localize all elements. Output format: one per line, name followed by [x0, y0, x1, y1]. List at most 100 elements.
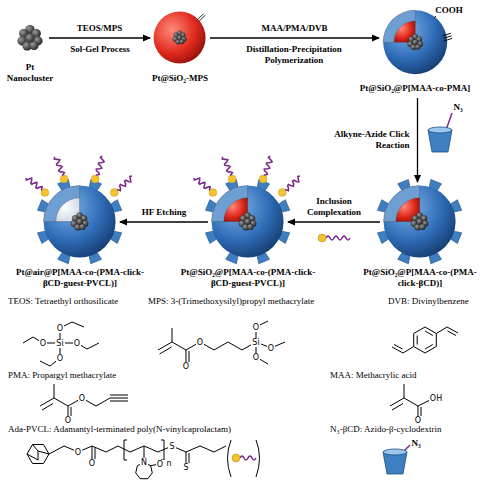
- cutaway-face: [224, 198, 248, 222]
- reagent-name: TEOS: Tetraethyl orthosilicate: [8, 296, 126, 307]
- atom-symbol: N: [140, 458, 148, 467]
- polymer-shell: [383, 10, 447, 74]
- atom-symbol: O: [196, 338, 204, 347]
- reaction-condition: MAA/PMA/DVB: [250, 23, 340, 34]
- cutaway-face: [394, 21, 415, 42]
- maa-structure: [390, 384, 434, 420]
- cutaway-face: [384, 186, 420, 222]
- adamantyl-guest: [260, 175, 268, 183]
- particle-node: Pt Nanocluster: [15, 23, 45, 53]
- cutaway-face: [383, 10, 415, 42]
- pvcl-chain: [55, 158, 65, 175]
- particle-drawing: [362, 164, 477, 279]
- pt-atom: [25, 33, 34, 42]
- cutaway-face: [56, 198, 80, 222]
- particle-label: Pt@SiO₂-MPS: [135, 73, 225, 84]
- atom-symbol: S: [168, 442, 175, 451]
- reaction-condition: TEOS/MPS: [60, 23, 140, 34]
- reaction-arrow: [288, 221, 380, 222]
- atom-symbol: O: [39, 339, 47, 348]
- adamantyl-guest: [61, 175, 69, 183]
- particle-label: Pt@SiO₂@P[MAA-co-(PMA-click-βCD-guest-PV…: [181, 267, 316, 289]
- particle-node: Pt@air@P[MAA-co-(PMA-click-βCD-guest-PVC…: [44, 186, 116, 258]
- dvb-structure: [392, 327, 458, 353]
- particle-label: Pt@SiO₂@P[MAA-co-PMA]: [350, 83, 480, 94]
- atom-symbol: O: [64, 416, 72, 425]
- atom-symbol: n: [165, 459, 172, 468]
- atom-symbol: O: [267, 344, 275, 353]
- polymer-shell: [212, 186, 284, 258]
- adamantyl-guest-icon: [318, 234, 326, 242]
- adamantyl-guest-icon: [232, 454, 240, 462]
- particle-node: Pt@SiO₂@P[MAA-co-PMA]: [383, 10, 447, 74]
- reaction-condition: HF Etching: [129, 207, 199, 218]
- particle-drawing: [138, 0, 221, 80]
- reaction-arrow: [210, 37, 379, 38]
- atom-symbol: O: [182, 362, 190, 371]
- particle-drawing: [22, 164, 137, 279]
- pvcl-chain-icon: [240, 456, 256, 460]
- reagent-name: Ada-PVCL: Adamantyl-terminated poly(N-vi…: [8, 424, 231, 435]
- reagent-name: PMA: Propargyl methacrylate: [8, 370, 116, 381]
- particle-drawing: [6, 14, 54, 62]
- atom-symbol: S: [182, 463, 189, 472]
- reaction-arrow: [120, 221, 208, 222]
- pvcl-chain-icon: [326, 236, 350, 240]
- atom-symbol: O: [252, 353, 260, 362]
- pt-atom: [77, 219, 83, 225]
- alkyne-group: [443, 33, 453, 41]
- particle-label: Pt@air@P[MAA-co-(PMA-click-βCD-guest-PVC…: [10, 267, 150, 289]
- process-note: Distillation-Precipitation Polymerizatio…: [224, 44, 364, 66]
- particle-node: Pt@SiO₂@P[MAA-co-(PMA-click-βCD)]: [384, 186, 456, 258]
- ada-pvcl-structure: [49, 440, 260, 479]
- reaction-arrow: [417, 98, 418, 182]
- reaction-arrow: [49, 37, 150, 38]
- functional-group: N₃: [453, 102, 462, 113]
- cutaway-face: [396, 198, 420, 222]
- functional-group: COOH: [435, 5, 463, 16]
- particle-label: Pt@SiO₂@P[MAA-co-(PMA-click-βCD)]: [355, 267, 485, 289]
- particle-node: Pt@SiO₂@P[MAA-co-(PMA-click-βCD-guest-PV…: [212, 186, 284, 258]
- polymer-shell: [384, 186, 456, 258]
- particle-drawing: [190, 164, 305, 279]
- atom-symbol: O: [73, 339, 81, 348]
- atom-symbol: Si: [251, 338, 260, 347]
- teos-structure: [23, 322, 99, 366]
- reagent-name: MAA: Methacrylic acid: [330, 370, 416, 381]
- mps-structure: [158, 321, 285, 366]
- atom-symbol: O: [156, 460, 164, 469]
- atom-symbol: O: [74, 448, 82, 457]
- reagent-name: MPS: 3-(Trimethoxysilyl)propyl methacryl…: [148, 296, 314, 307]
- atom-symbol: O: [252, 323, 260, 332]
- pma-structure: [40, 384, 128, 420]
- adamantyl-guest: [229, 175, 237, 183]
- cutaway-face: [44, 186, 80, 222]
- atom-symbol: O: [88, 459, 96, 468]
- pvcl-chain: [118, 177, 132, 191]
- atom-symbol: O: [56, 354, 64, 363]
- atom-symbol: OH: [429, 394, 443, 403]
- pt-atom: [412, 39, 418, 45]
- reagent-name: DVB: Divinylbenzene: [388, 296, 469, 307]
- atom-symbol: O: [414, 416, 422, 425]
- pvcl-chain: [26, 179, 42, 191]
- pvcl-chain: [223, 158, 233, 175]
- pt-atom: [178, 36, 183, 41]
- reagent-name: N₃-βCD: Azido-β-cyclodextrin: [330, 424, 442, 435]
- process-note: Sol-Gel Process: [55, 44, 145, 55]
- polymer-shell: [44, 186, 116, 258]
- functional-group: N₃: [411, 438, 420, 449]
- pvcl-chain: [97, 157, 105, 176]
- cyclodextrin-rim: [428, 127, 452, 133]
- reaction-condition: Inclusion Complexation: [298, 196, 370, 218]
- particle-label: Pt Nanocluster: [2, 62, 58, 84]
- cutaway-face: [212, 186, 248, 222]
- atom-symbol: O: [78, 394, 86, 403]
- pt-atom: [417, 219, 423, 225]
- atom-symbol: Si: [55, 339, 64, 348]
- silica-sphere: [154, 12, 206, 64]
- pvcl-chain: [286, 177, 300, 191]
- pvcl-chain: [194, 179, 210, 191]
- particle-node: Pt@SiO₂-MPS: [154, 12, 206, 64]
